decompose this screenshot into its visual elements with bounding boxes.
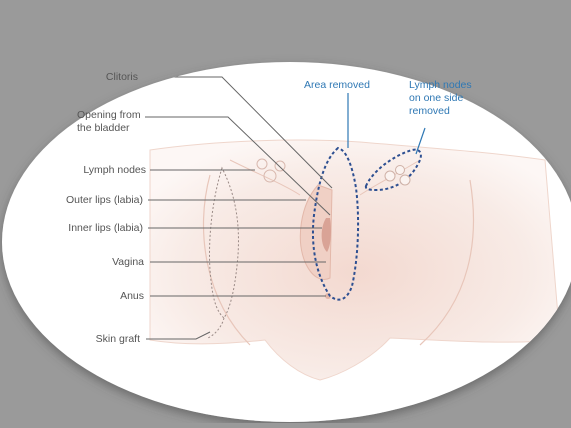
label-opening-from-bladder: Opening from the bladder — [77, 109, 141, 135]
label-clitoris: Clitoris — [106, 71, 138, 84]
label-vagina: Vagina — [112, 256, 144, 269]
label-lymph-nodes-removed: Lymph nodes on one side removed — [409, 79, 472, 118]
label-anus: Anus — [120, 290, 144, 303]
label-outer-lips: Outer lips (labia) — [66, 194, 143, 207]
label-lymph-nodes: Lymph nodes — [83, 164, 146, 177]
label-area-removed: Area removed — [304, 79, 370, 92]
label-skin-graft: Skin graft — [96, 333, 140, 346]
label-inner-lips: Inner lips (labia) — [68, 222, 143, 235]
